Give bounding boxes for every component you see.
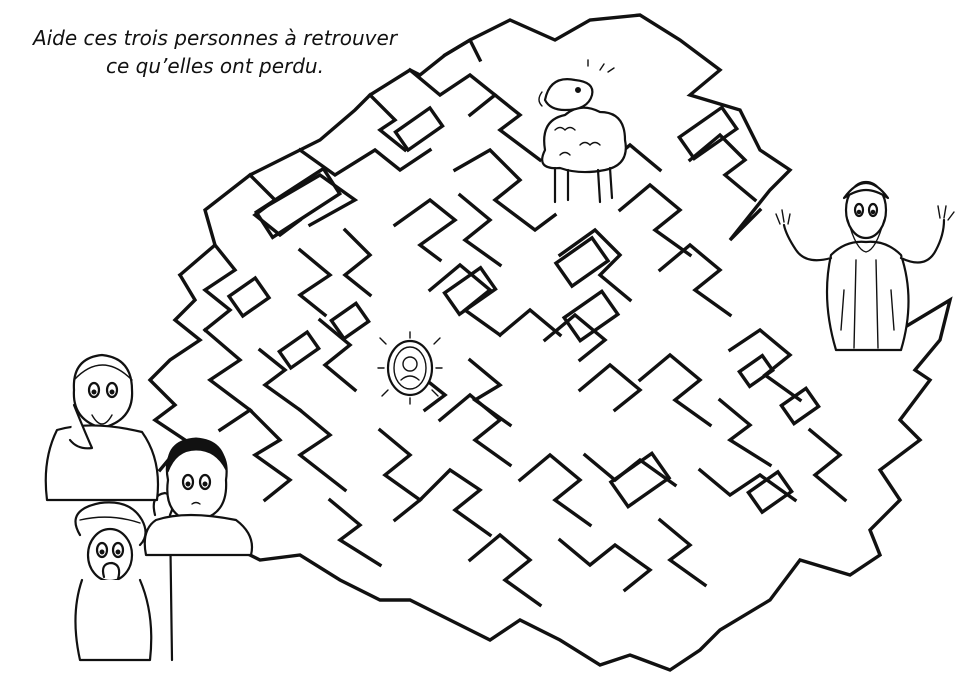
- maze-outer-wall-right: [182, 296, 953, 672]
- father-figure-icon: [775, 180, 955, 352]
- maze-outer-wall-left: [147, 272, 203, 473]
- maze[interactable]: [147, 13, 953, 672]
- coin-icon: [377, 331, 443, 405]
- instructions-line-1: Aide ces trois personnes à retrouver: [32, 26, 398, 50]
- instructions-title: Aide ces trois personnes à retrouver ce …: [0, 24, 430, 80]
- sheep-icon: [538, 59, 627, 204]
- maze-interior-walls: [202, 37, 848, 608]
- shepherd-figure-icon: [74, 491, 175, 662]
- instructions-line-2: ce qu’elles ont perdu.: [106, 54, 324, 78]
- maze-outer-wall: [177, 13, 793, 278]
- woman-figure-icon: [143, 437, 254, 557]
- worried-man-figure-icon: [44, 353, 160, 502]
